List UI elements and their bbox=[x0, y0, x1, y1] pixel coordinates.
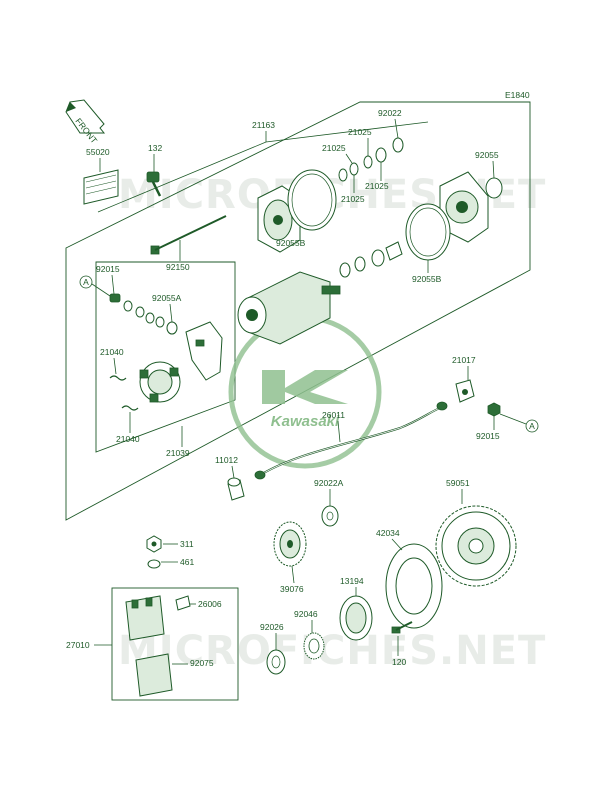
through-bolt-92150 bbox=[150, 215, 227, 255]
part-59051: 59051 bbox=[446, 478, 470, 488]
part-21025-d: 21025 bbox=[341, 194, 365, 204]
diagram-code: E1840 bbox=[505, 90, 530, 100]
starter-relay-27010 bbox=[125, 595, 165, 641]
clutch-42034 bbox=[385, 543, 443, 629]
label-plate bbox=[83, 169, 119, 205]
part-21040-b: 21040 bbox=[116, 434, 140, 444]
starter-motor-frame bbox=[65, 101, 531, 521]
cap-11012 bbox=[227, 477, 245, 501]
part-92022-top: 92022 bbox=[378, 108, 402, 118]
part-92055a: 92055A bbox=[152, 293, 182, 303]
bolt-132 bbox=[146, 171, 162, 197]
needle-bearing-92046 bbox=[303, 632, 325, 660]
part-92046: 92046 bbox=[294, 609, 318, 619]
part-461: 461 bbox=[180, 557, 194, 567]
idle-gear-39076 bbox=[273, 521, 307, 567]
callout-a-right: A bbox=[529, 421, 535, 431]
o-ring-92055b-top bbox=[287, 169, 337, 231]
part-92055b-b: 92055B bbox=[412, 274, 442, 284]
nut-92015 bbox=[109, 293, 121, 303]
washer-set-middle bbox=[339, 241, 403, 278]
part-21040-a: 21040 bbox=[100, 347, 124, 357]
kawasaki-logo: Kawasaki bbox=[228, 315, 382, 469]
part-21025-b: 21025 bbox=[322, 143, 346, 153]
part-21039: 21039 bbox=[166, 448, 190, 458]
part-42034: 42034 bbox=[376, 528, 400, 538]
starter-relay-frame bbox=[111, 587, 239, 701]
o-ring-92055b-lower bbox=[405, 203, 451, 261]
part-26006: 26006 bbox=[198, 599, 222, 609]
o-ring-92055 bbox=[485, 177, 503, 199]
part-92075: 92075 bbox=[190, 658, 214, 668]
nut-311 bbox=[146, 535, 162, 553]
one-way-clutch-13194 bbox=[339, 595, 373, 641]
part-27010: 27010 bbox=[66, 640, 90, 650]
spring-21040-b bbox=[121, 405, 139, 411]
part-21163: 21163 bbox=[252, 120, 275, 130]
part-92055: 92055 bbox=[475, 150, 499, 160]
starter-motor-body bbox=[237, 271, 341, 345]
front-cover-92055 bbox=[439, 171, 489, 243]
part-21025-c: 21025 bbox=[365, 181, 389, 191]
front-arrow-icon: FRONT bbox=[65, 99, 106, 145]
part-11012: 11012 bbox=[215, 455, 238, 465]
part-311: 311 bbox=[180, 539, 194, 549]
washer-set-top bbox=[338, 137, 404, 182]
kawasaki-logo-text: Kawasaki bbox=[271, 413, 340, 430]
part-92022a: 92022A bbox=[314, 478, 344, 488]
part-21017: 21017 bbox=[452, 355, 476, 365]
bolt-120 bbox=[391, 621, 413, 634]
callout-a-right-circle bbox=[525, 419, 539, 433]
part-92055b-a: 92055B bbox=[276, 238, 306, 248]
part-120: 120 bbox=[392, 657, 406, 667]
washer-461 bbox=[147, 559, 161, 569]
part-92150: 92150 bbox=[166, 262, 190, 272]
part-21025-a: 21025 bbox=[348, 127, 372, 137]
callout-a-left: A bbox=[83, 277, 89, 287]
part-92015-top: 92015 bbox=[96, 264, 120, 274]
starter-cable-26011 bbox=[254, 401, 448, 480]
spring-21040-a bbox=[109, 375, 127, 381]
o-ring-92055a bbox=[166, 321, 178, 335]
part-92015-right: 92015 bbox=[476, 431, 500, 441]
part-39076: 39076 bbox=[280, 584, 304, 594]
nut-92015-right bbox=[487, 402, 501, 417]
terminal-cover-21017 bbox=[455, 379, 475, 403]
part-132: 132 bbox=[148, 143, 162, 153]
brush-plate bbox=[185, 321, 223, 381]
fuse-26006 bbox=[175, 595, 191, 611]
callout-a-left-circle bbox=[79, 275, 93, 289]
part-92026: 92026 bbox=[260, 622, 284, 632]
brush-holder-frame bbox=[95, 261, 236, 453]
washer-set-brush bbox=[123, 300, 165, 328]
relay-cover-92075 bbox=[135, 653, 173, 697]
part-55020: 55020 bbox=[86, 147, 110, 157]
watermark-bottom: MICROFICHES.NET bbox=[118, 628, 546, 674]
part-13194: 13194 bbox=[340, 576, 364, 586]
part-26011: 26011 bbox=[322, 410, 345, 420]
starter-gear-59051 bbox=[435, 505, 517, 587]
brush-holder-21039 bbox=[139, 361, 181, 403]
